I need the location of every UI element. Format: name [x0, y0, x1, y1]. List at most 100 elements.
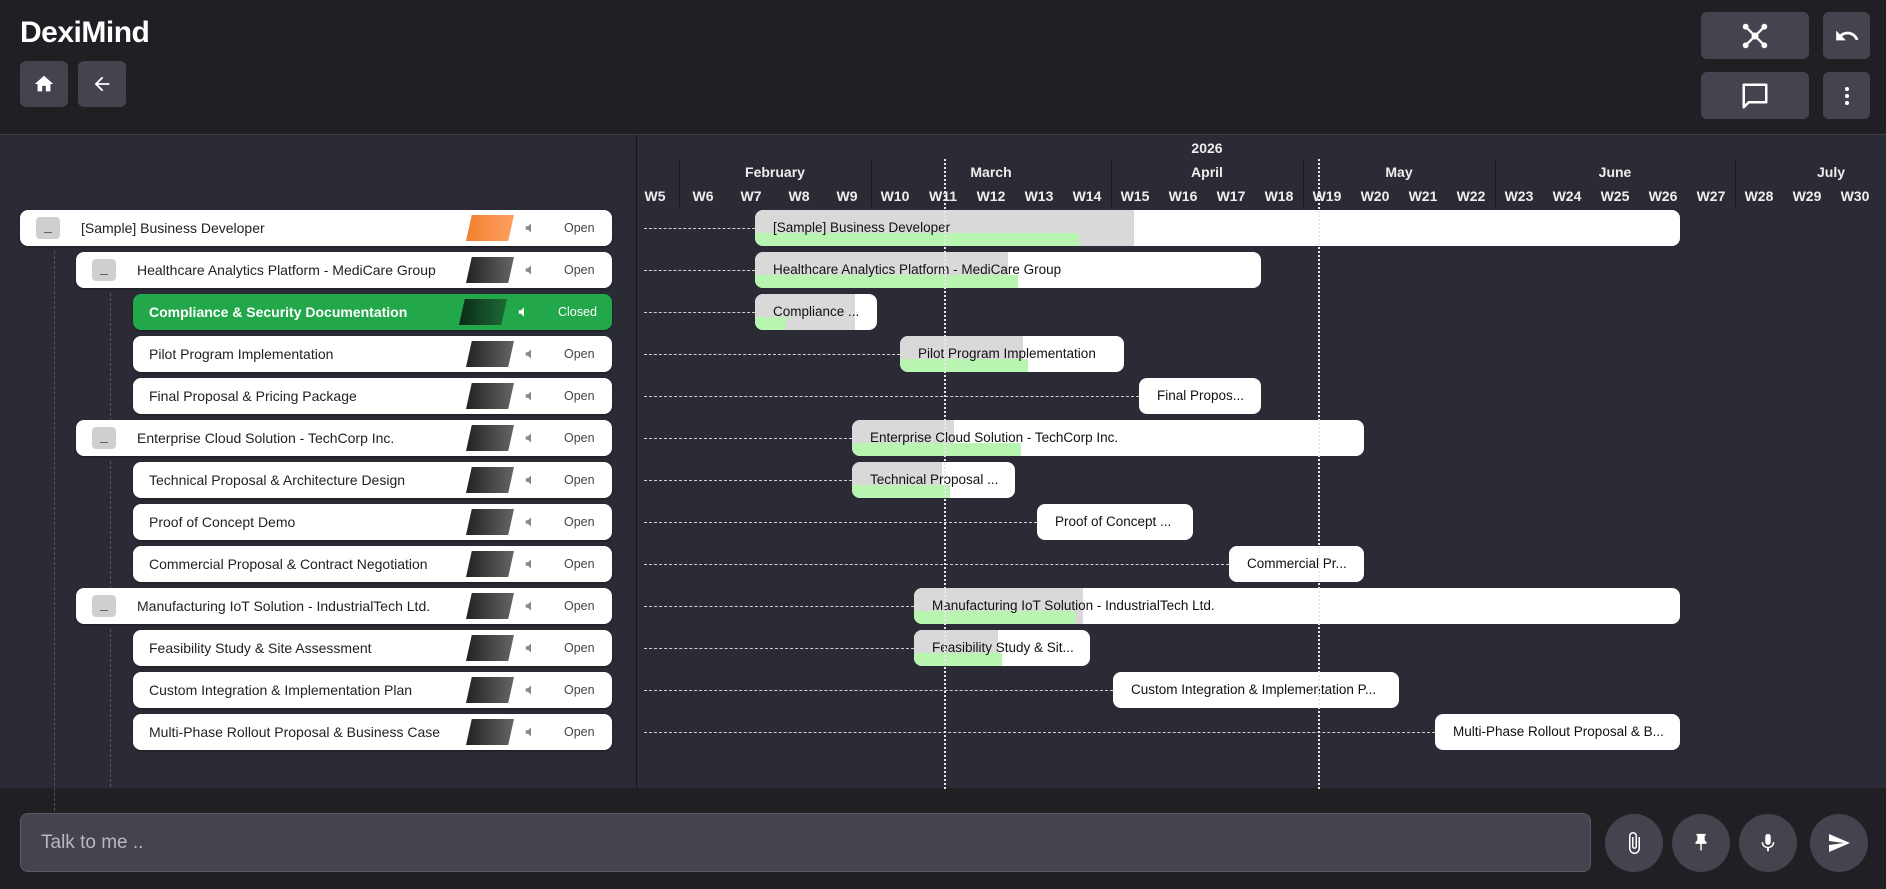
speaker-icon[interactable] [524, 263, 538, 277]
status-badge[interactable]: Open [564, 431, 595, 445]
speaker-icon[interactable] [524, 557, 538, 571]
color-swatch[interactable] [459, 299, 507, 325]
gantt-bar[interactable]: Custom Integration & Implementation P... [1113, 672, 1399, 708]
gantt-bar[interactable]: Proof of Concept ... [1037, 504, 1193, 540]
timeline-week: W9 [836, 188, 858, 204]
color-swatch[interactable] [466, 719, 514, 745]
status-badge[interactable]: Open [564, 389, 595, 403]
color-swatch[interactable] [466, 677, 514, 703]
gantt-bar[interactable]: Compliance ... [755, 294, 877, 330]
timeline-month: June [1598, 164, 1632, 180]
chat-input[interactable]: Talk to me .. [20, 813, 1591, 872]
color-swatch[interactable] [466, 257, 514, 283]
status-badge[interactable]: Open [564, 557, 595, 571]
color-swatch[interactable] [466, 509, 514, 535]
timeline-week: W20 [1360, 188, 1390, 204]
send-button[interactable] [1810, 814, 1868, 872]
home-button[interactable] [20, 61, 68, 107]
gantt-bar[interactable]: Enterprise Cloud Solution - TechCorp Inc… [852, 420, 1364, 456]
paperclip-icon [1629, 832, 1640, 854]
collapse-toggle[interactable]: _ [92, 259, 116, 281]
dependency-line [644, 228, 755, 229]
gantt-bar[interactable]: Final Propos... [1139, 378, 1261, 414]
chat-button[interactable] [1701, 72, 1809, 119]
speaker-icon[interactable] [524, 431, 538, 445]
timeline-week: W25 [1600, 188, 1630, 204]
gantt-bar[interactable]: Pilot Program Implementation [900, 336, 1124, 372]
gantt-bar[interactable]: Multi-Phase Rollout Proposal & B... [1435, 714, 1680, 750]
pin-button[interactable] [1672, 814, 1730, 872]
gantt-bar[interactable]: Manufacturing IoT Solution - IndustrialT… [914, 588, 1680, 624]
gantt-bar[interactable]: [Sample] Business Developer [755, 210, 1680, 246]
task-row[interactable]: _Manufacturing IoT Solution - Industrial… [76, 588, 612, 624]
collapse-toggle[interactable]: _ [36, 217, 60, 239]
color-swatch[interactable] [466, 635, 514, 661]
undo-button[interactable] [1823, 12, 1870, 59]
speaker-icon[interactable] [524, 515, 538, 529]
task-row[interactable]: _Enterprise Cloud Solution - TechCorp In… [76, 420, 612, 456]
task-row[interactable]: Commercial Proposal & Contract Negotiati… [133, 546, 612, 582]
speaker-icon[interactable] [517, 305, 531, 319]
task-row[interactable]: Technical Proposal & Architecture Design… [133, 462, 612, 498]
collapse-toggle[interactable]: _ [92, 595, 116, 617]
speaker-icon[interactable] [524, 641, 538, 655]
speaker-icon[interactable] [524, 725, 538, 739]
gantt-bar[interactable]: Feasibility Study & Sit... [914, 630, 1090, 666]
gantt-bar-completion [914, 653, 1002, 666]
status-badge[interactable]: Open [564, 725, 595, 739]
color-swatch[interactable] [466, 593, 514, 619]
tree-guide-line [110, 629, 111, 787]
timeline-week: W19 [1312, 188, 1342, 204]
panel-divider[interactable] [636, 135, 637, 789]
gantt-bar[interactable]: Commercial Pr... [1229, 546, 1364, 582]
pin-icon [1695, 833, 1707, 851]
color-swatch[interactable] [466, 551, 514, 577]
timeline-week: W7 [740, 188, 762, 204]
speaker-icon[interactable] [524, 221, 538, 235]
task-row[interactable]: Multi-Phase Rollout Proposal & Business … [133, 714, 612, 750]
task-row[interactable]: Custom Integration & Implementation Plan… [133, 672, 612, 708]
back-button[interactable] [78, 61, 126, 107]
attach-button[interactable] [1605, 814, 1663, 872]
speaker-icon[interactable] [524, 389, 538, 403]
color-swatch[interactable] [466, 467, 514, 493]
gantt-bar[interactable]: Healthcare Analytics Platform - MediCare… [755, 252, 1261, 288]
gantt-bar-completion [900, 359, 1028, 372]
status-badge[interactable]: Open [564, 515, 595, 529]
task-row[interactable]: _Healthcare Analytics Platform - MediCar… [76, 252, 612, 288]
mindmap-view-button[interactable] [1701, 12, 1809, 59]
collapse-toggle[interactable]: _ [92, 427, 116, 449]
color-swatch[interactable] [466, 425, 514, 451]
status-badge[interactable]: Open [564, 221, 595, 235]
speaker-icon[interactable] [524, 599, 538, 613]
speaker-icon[interactable] [524, 347, 538, 361]
color-swatch[interactable] [466, 341, 514, 367]
voice-button[interactable] [1739, 814, 1797, 872]
speaker-icon[interactable] [524, 683, 538, 697]
dependency-line [644, 522, 1037, 523]
status-badge[interactable]: Closed [558, 305, 597, 319]
status-badge[interactable]: Open [564, 347, 595, 361]
gantt-bar[interactable]: Technical Proposal ... [852, 462, 1015, 498]
timeline-week: W22 [1456, 188, 1486, 204]
dependency-line [644, 438, 852, 439]
color-swatch[interactable] [466, 383, 514, 409]
timeline-week: W28 [1744, 188, 1774, 204]
status-badge[interactable]: Open [564, 641, 595, 655]
status-badge[interactable]: Open [564, 473, 595, 487]
status-badge[interactable]: Open [564, 263, 595, 277]
speaker-icon[interactable] [524, 473, 538, 487]
month-separator [1735, 159, 1736, 207]
dependency-line [644, 732, 1435, 733]
status-badge[interactable]: Open [564, 599, 595, 613]
color-swatch[interactable] [466, 215, 514, 241]
status-badge[interactable]: Open [564, 683, 595, 697]
more-button[interactable] [1823, 72, 1870, 119]
gantt-bar-completion [755, 233, 1079, 246]
